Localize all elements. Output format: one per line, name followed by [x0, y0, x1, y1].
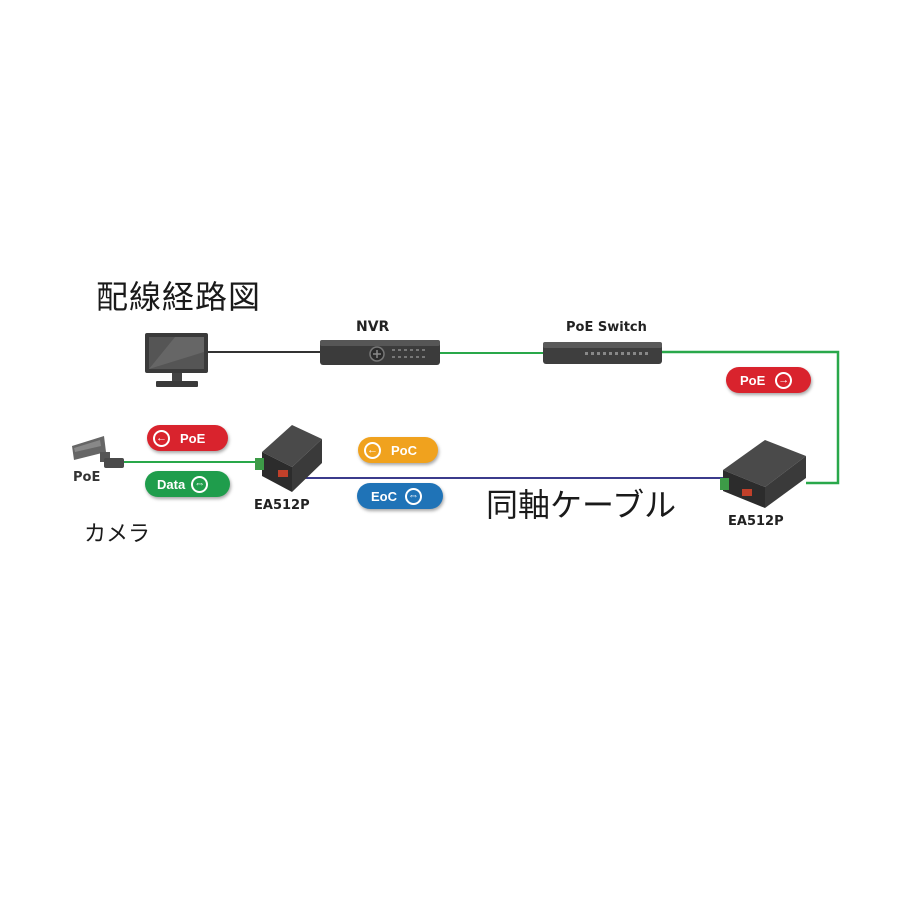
poe-left-badge-label: PoE [180, 430, 206, 446]
data-badge-label: Data [157, 476, 186, 492]
poe-left-badge: ← PoE [147, 425, 228, 451]
ea512p-right-device-icon [720, 440, 806, 508]
bidirectional-arrow-icon: ⇔ [405, 487, 422, 505]
diagram-title: 配線経路図 [96, 278, 262, 316]
poe-switch-device-icon [543, 342, 662, 364]
coax-cable-label: 同軸ケーブル [486, 486, 677, 524]
poc-badge-label: PoC [391, 442, 417, 458]
switch-ea-right-cable [662, 350, 840, 485]
nvr-device-icon [320, 340, 440, 365]
nvr-label: NVR [356, 319, 390, 335]
bidirectional-arrow-icon: ⇔ [191, 475, 209, 493]
data-badge: Data ⇔ [145, 471, 230, 497]
poe-right-badge: PoE → [726, 367, 811, 393]
poe-right-badge-label: PoE [740, 372, 766, 388]
camera-label: カメラ [84, 522, 151, 547]
poc-badge: ← PoC [358, 437, 438, 463]
eoc-badge: EoC ⇔ [357, 483, 443, 509]
right-arrow-icon: → [775, 371, 793, 389]
ea512p-right-label: EA512P [728, 514, 784, 529]
camera-poe-label: PoE [73, 470, 101, 485]
camera-icon [72, 436, 124, 468]
ea512p-left-label: EA512P [254, 498, 310, 513]
eoc-badge-label: EoC [371, 488, 397, 504]
left-arrow-icon: ← [364, 441, 381, 459]
ea512p-left-device-icon [255, 425, 322, 492]
poe-switch-label: PoE Switch [566, 320, 647, 335]
left-arrow-icon: ← [153, 429, 170, 447]
monitor-icon [145, 333, 208, 387]
